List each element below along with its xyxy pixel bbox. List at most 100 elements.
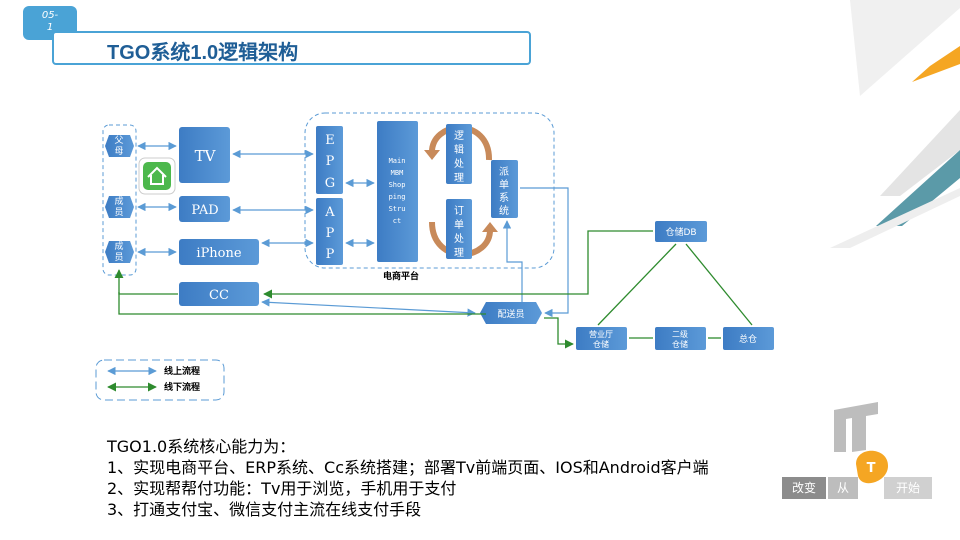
logic-char-1: 逻	[454, 130, 464, 142]
warehouse-db: 仓储DB	[655, 221, 707, 242]
order-char-1: 订	[454, 205, 464, 217]
dispatch-box	[491, 160, 518, 218]
user-parent: 父 母	[105, 135, 134, 157]
ecommerce-platform-frame	[304, 112, 555, 269]
conn-dispatch-courier	[520, 187, 569, 318]
device-cc-box	[179, 282, 259, 306]
conn-cc-courier	[261, 298, 476, 317]
main-warehouse-label: 总仓	[739, 333, 757, 345]
dispatch-char-2: 单	[499, 179, 509, 191]
user-member-2: 成 员	[105, 240, 134, 263]
home-icon-bg	[143, 162, 171, 190]
badge-line-1: 05-	[41, 10, 59, 21]
online-connectors	[137, 141, 569, 318]
dispatch-char-1: 派	[499, 166, 509, 178]
summary-line-3: 2、实现帮帮付功能：Tv用于浏览，手机用于支付	[107, 479, 457, 498]
store-warehouse-line2: 仓储	[593, 339, 609, 349]
user-parent-line2: 母	[114, 146, 123, 157]
users-group-frame	[102, 124, 137, 276]
app-letter-1: A	[324, 205, 335, 220]
main-warehouse-box	[723, 327, 774, 350]
device-cc: CC	[179, 282, 259, 306]
main-line-2: MBM	[391, 169, 404, 177]
courier: 配送员	[480, 302, 542, 324]
conn-cc-user	[114, 269, 178, 295]
legend: 线上流程 线下流程	[95, 359, 225, 401]
legend-online-label: 线上流程	[164, 365, 200, 377]
device-iphone-box	[179, 239, 259, 265]
user-member-1: 成 员	[105, 195, 134, 218]
store-warehouse-line1: 营业厅	[589, 329, 613, 339]
stripe-orange	[912, 46, 960, 82]
device-cc-label: CC	[209, 288, 229, 303]
main-line-4: ping	[389, 193, 406, 201]
order-char-4: 理	[454, 247, 464, 259]
user-member-2-line2: 员	[114, 252, 123, 263]
epg-letter-3: G	[325, 176, 335, 191]
triangle-right	[685, 243, 753, 326]
brand-logo-letter: T	[867, 461, 876, 476]
epg-letter-1: E	[325, 133, 335, 148]
courier-label: 配送员	[497, 308, 524, 320]
brand-logo-t-mark	[834, 402, 878, 452]
epg-box	[316, 126, 343, 194]
page-title: TGO系统1.0逻辑架构	[107, 42, 299, 64]
home-icon-glyph	[147, 166, 167, 185]
order-char-3: 处	[454, 233, 464, 245]
device-pad-box	[179, 196, 230, 222]
summary-line-1: TGO1.0系统核心能力为：	[107, 437, 296, 456]
badge-line-2: 1	[46, 22, 54, 33]
device-iphone: iPhone	[179, 239, 259, 265]
offline-connectors	[114, 230, 753, 349]
brand-slogan: 改变 从 开始	[782, 477, 932, 499]
user-parent-line1: 父	[114, 135, 123, 146]
epg-letter-2: P	[326, 154, 335, 169]
courier-hexagon	[480, 302, 542, 324]
device-tv: TV	[179, 127, 230, 183]
store-warehouse-box	[576, 327, 627, 350]
hexagon-shape	[105, 196, 134, 218]
main-line-3: Shop	[389, 181, 406, 189]
device-pad: PAD	[179, 196, 230, 222]
legend-frame	[95, 359, 225, 401]
epg-block: E P G	[316, 126, 343, 194]
ecommerce-platform-label: 电商平台	[383, 270, 419, 282]
conn-courier-store	[544, 317, 574, 349]
second-warehouse-line2: 仓储	[672, 339, 688, 349]
main-line-1: Main	[389, 157, 406, 165]
app-letter-3: P	[326, 247, 335, 262]
warehouse-db-box	[655, 221, 707, 242]
triangle-left	[597, 243, 677, 326]
main-line-6: ct	[393, 217, 401, 225]
order-char-2: 单	[454, 219, 464, 231]
app-block: A P P	[316, 198, 343, 265]
stripe-grey	[880, 110, 960, 196]
main-line-5: Stru	[389, 205, 406, 213]
second-warehouse: 二级 仓储	[655, 327, 706, 350]
main-shopping-box	[377, 121, 418, 262]
main-shopping-block: Main MBM Shop ping Stru ct	[377, 121, 418, 262]
order-box	[446, 199, 472, 259]
device-tv-box	[179, 127, 230, 183]
slogan-mid: 从	[828, 477, 858, 499]
title-bar	[52, 31, 531, 65]
device-pad-label: PAD	[191, 203, 218, 218]
cycle-arrowhead-top	[424, 150, 440, 160]
second-warehouse-line1: 二级	[672, 329, 688, 339]
warehouse-db-label: 仓储DB	[665, 226, 696, 238]
brand-logo-orange-mark	[856, 450, 888, 484]
summary-line-4: 3、打通支付宝、微信支付主流在线支付手段	[107, 500, 422, 519]
device-iphone-label: iPhone	[196, 246, 241, 261]
dispatch-char-3: 系	[499, 192, 509, 204]
app-letter-2: P	[326, 226, 335, 241]
user-member-1-line1: 成	[114, 195, 123, 207]
order-processing-block: 订 单 处 理	[446, 199, 472, 259]
dispatch-char-4: 统	[499, 204, 509, 217]
logic-char-4: 理	[454, 172, 464, 184]
dispatch-system-block: 派 单 系 统	[491, 160, 518, 218]
logic-char-3: 处	[454, 158, 464, 170]
user-member-2-line1: 成	[114, 240, 123, 252]
logic-processing-block: 逻 辑 处 理	[446, 124, 472, 184]
conn-courier-dispatch	[502, 220, 523, 302]
